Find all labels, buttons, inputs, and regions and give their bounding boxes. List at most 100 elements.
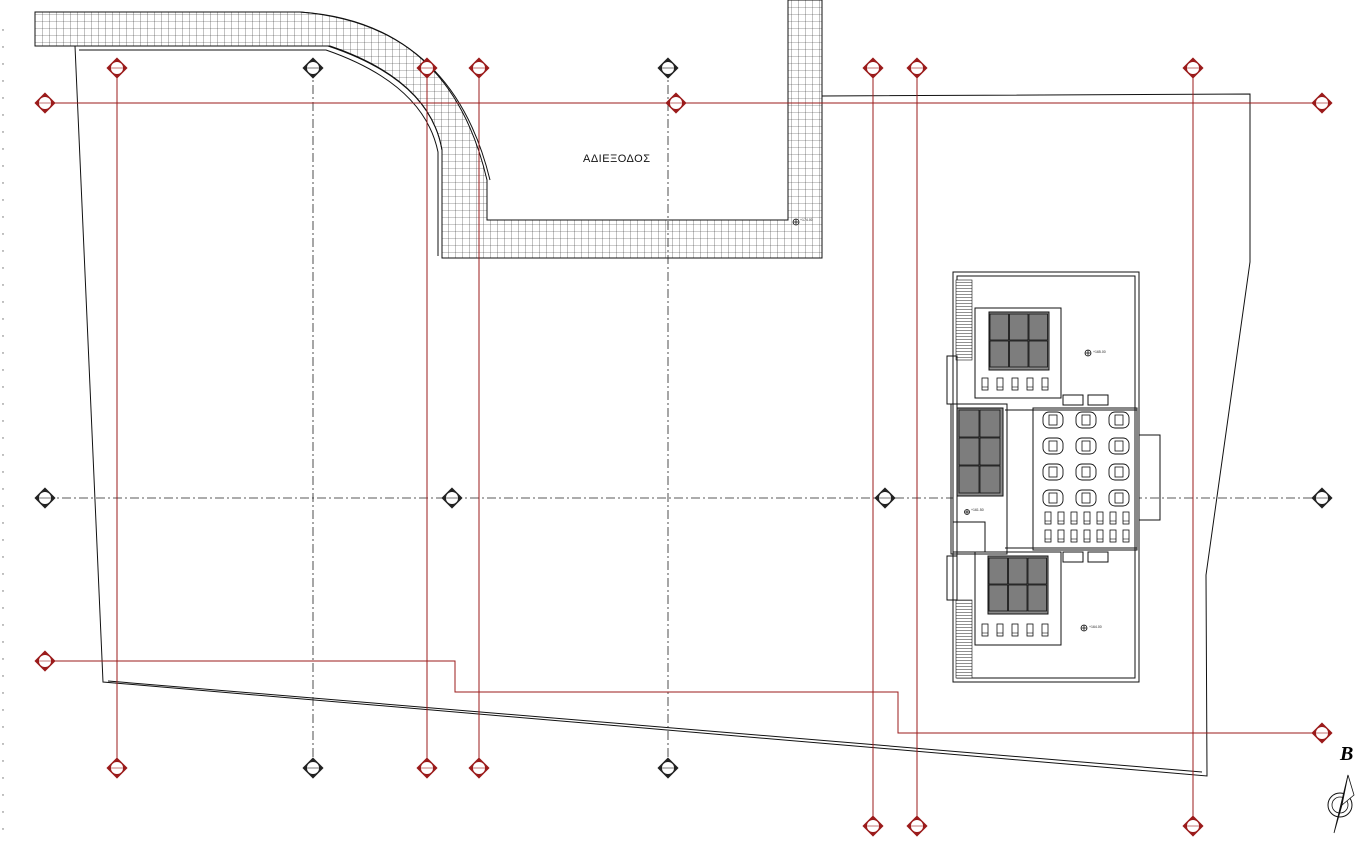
desk-icon (1096, 511, 1104, 525)
section-marker-icon (1311, 722, 1333, 744)
edge-tick (2, 743, 4, 745)
desk-icon (1122, 529, 1130, 543)
desk-icon (1041, 623, 1049, 637)
window-panel (1008, 557, 1028, 585)
chair-icon (1075, 437, 1097, 455)
edge-tick (2, 488, 4, 490)
desk-icon (1109, 529, 1117, 543)
chair-icon (1075, 463, 1097, 481)
edge-tick (2, 590, 4, 592)
desk-icon (1057, 529, 1065, 543)
edge-tick (2, 352, 4, 354)
section-marker-icon (906, 57, 928, 79)
edge-tick (2, 29, 4, 31)
edge-tick (2, 505, 4, 507)
grid-marker-icon (302, 57, 324, 79)
elevation-label-bottom: +164.00 (1089, 625, 1102, 629)
chair-seat (1081, 466, 1091, 478)
chair-icon (1042, 489, 1064, 507)
window-panel (979, 409, 1001, 438)
window-panel (1027, 584, 1047, 612)
chair-seat (1114, 414, 1124, 426)
desk-icon (1011, 623, 1019, 637)
desk-outline (1026, 377, 1034, 391)
section-marker-icon (906, 815, 928, 837)
desk-outline (1057, 529, 1065, 543)
section-line (45, 660, 1322, 734)
section-marker-icon (468, 757, 490, 779)
chair-seat (1048, 414, 1058, 426)
desk-outline (1026, 623, 1034, 637)
edge-tick (2, 386, 4, 388)
window-panel (958, 409, 980, 438)
desk-icon (1070, 511, 1078, 525)
chair-seat (1081, 440, 1091, 452)
edge-tick (2, 811, 4, 813)
window-panel (979, 437, 1001, 466)
paved-sidewalk (34, 0, 823, 259)
desk-icon (1044, 511, 1052, 525)
chair-icon (1108, 489, 1130, 507)
elevation-label-street: +174.00 (800, 218, 813, 222)
elevation-mark-icon: +164.00 (1080, 624, 1102, 632)
chair-seat (1081, 414, 1091, 426)
edge-tick (2, 675, 4, 677)
window-panel (958, 437, 980, 466)
edge-tick (2, 471, 4, 473)
desk-outline (1122, 511, 1130, 525)
desk-icon (996, 377, 1004, 391)
edge-tick (2, 624, 4, 626)
section-marker-icon (416, 57, 438, 79)
desk-outline (1011, 377, 1019, 391)
edge-tick (2, 131, 4, 133)
north-arrow-icon (1327, 774, 1355, 834)
chair-seat (1114, 492, 1124, 504)
elevation-marks: +165.00 +164.00 +174.00 +161.50 (792, 218, 1106, 632)
desk-outline (1083, 529, 1091, 543)
grid-marker-icon (441, 487, 463, 509)
chair-icon (1075, 411, 1097, 429)
seating (1042, 411, 1130, 507)
desk-icon (1096, 529, 1104, 543)
edge-tick (2, 267, 4, 269)
desk-icon (996, 623, 1004, 637)
section-marker-icon (106, 757, 128, 779)
grid-marker-icon (874, 487, 896, 509)
section-marker-icon (862, 57, 884, 79)
desk-outline (1044, 511, 1052, 525)
desk-icon (1011, 377, 1019, 391)
edge-tick (2, 46, 4, 48)
desk-icon (1109, 511, 1117, 525)
section-marker-icon (416, 757, 438, 779)
window-panel (1028, 313, 1048, 341)
desk-outline (1109, 529, 1117, 543)
edge-tick (2, 233, 4, 235)
desk-icon (1070, 529, 1078, 543)
chair-seat (1048, 466, 1058, 478)
desk-outline (1122, 529, 1130, 543)
desk-icon (1026, 377, 1034, 391)
edge-tick (2, 726, 4, 728)
chair-icon (1108, 411, 1130, 429)
edge-tick (2, 250, 4, 252)
grid-marker-icon (302, 757, 324, 779)
chair-icon (1108, 463, 1130, 481)
section-marker-icon (1182, 815, 1204, 837)
edge-tick (2, 284, 4, 286)
grid-axes (45, 68, 1322, 768)
desk-outline (981, 623, 989, 637)
section-marker-icon (862, 815, 884, 837)
section-marker-icon (34, 92, 56, 114)
chair-seat (1081, 492, 1091, 504)
grid-marker-icon (1311, 487, 1333, 509)
elevation-mark-icon: +161.50 (964, 508, 984, 515)
elevation-label-core: +161.50 (971, 508, 984, 512)
desk-outline (1070, 511, 1078, 525)
edge-tick (2, 165, 4, 167)
edge-tick (2, 199, 4, 201)
panel-grid (958, 313, 1048, 612)
elevation-mark-icon: +174.00 (792, 218, 813, 226)
tables (981, 377, 1130, 637)
window-panel (1027, 557, 1047, 585)
